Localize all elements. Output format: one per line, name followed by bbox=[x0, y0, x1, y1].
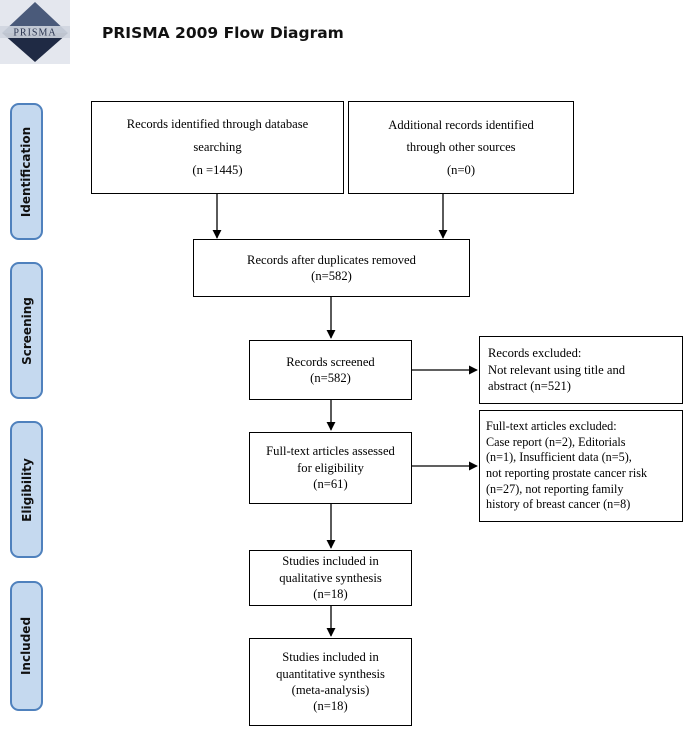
stage-included: Included bbox=[10, 581, 43, 711]
box-text-line: (meta-analysis) bbox=[291, 683, 370, 697]
page-title: PRISMA 2009 Flow Diagram bbox=[102, 24, 344, 42]
box-text-line: Records after duplicates removed bbox=[247, 252, 416, 267]
box-text-line: Studies included in bbox=[282, 650, 379, 665]
box-quantitative-synthesis: Studies included in quantitative synthes… bbox=[249, 638, 412, 726]
box-text-line: through other sources bbox=[406, 140, 516, 155]
box-text-line: (n=0) bbox=[446, 162, 476, 177]
box-text-line: (n=27), not reporting family bbox=[486, 481, 624, 496]
box-fulltext-excluded: Full-text articles excluded: Case report… bbox=[479, 410, 683, 522]
box-text-line: Full-text articles assessed bbox=[266, 444, 395, 459]
box-after-duplicates: Records after duplicates removed (n=582) bbox=[193, 239, 470, 297]
box-text-line: not reporting prostate cancer risk bbox=[486, 466, 648, 480]
box-text-line: Additional records identified bbox=[388, 118, 534, 133]
box-qualitative-synthesis: Studies included in qualitative synthesi… bbox=[249, 550, 412, 606]
box-text-line: abstract (n=521) bbox=[488, 379, 571, 394]
stage-identification: Identification bbox=[10, 103, 43, 240]
box-text-line: (n=61) bbox=[313, 477, 348, 492]
box-text-line: (n=582) bbox=[311, 269, 352, 283]
prisma-logo-icon: PRISMA bbox=[0, 0, 70, 64]
box-text-line: (n=582) bbox=[310, 371, 351, 385]
box-text-line: for eligibility bbox=[297, 460, 364, 475]
box-text-line: (n=1), Insufficient data (n=5), bbox=[486, 450, 632, 465]
box-other-records: Additional records identified through ot… bbox=[348, 101, 574, 194]
stage-screening: Screening bbox=[10, 262, 43, 399]
logo-text: PRISMA bbox=[13, 28, 56, 39]
box-text-line: Records excluded: bbox=[488, 346, 582, 361]
box-records-excluded: Records excluded: Not relevant using tit… bbox=[479, 336, 683, 404]
box-text-line: Case report (n=2), Editorials bbox=[486, 434, 626, 449]
box-text-line: history of breast cancer (n=8) bbox=[486, 497, 631, 512]
box-records-screened: Records screened (n=582) bbox=[249, 340, 412, 400]
box-database-records: Records identified through database sear… bbox=[91, 101, 344, 194]
box-text-line: (n=18) bbox=[313, 587, 348, 602]
box-text-line: Records screened bbox=[286, 354, 375, 369]
box-fulltext-assessed: Full-text articles assessed for eligibil… bbox=[249, 432, 412, 504]
box-text-line: qualitative synthesis bbox=[279, 570, 382, 585]
box-text-line: searching bbox=[193, 139, 242, 154]
prisma-logo: PRISMA bbox=[0, 0, 70, 64]
box-text-line: (n =1445) bbox=[192, 163, 243, 178]
box-text-line: quantitative synthesis bbox=[276, 666, 385, 681]
box-text-line: Not relevant using title and bbox=[488, 362, 626, 377]
box-text-line: Records identified through database bbox=[126, 116, 309, 131]
box-text-line: Studies included in bbox=[282, 554, 379, 569]
box-text-line: Full-text articles excluded: bbox=[486, 419, 617, 434]
stage-eligibility: Eligibility bbox=[10, 421, 43, 558]
box-text-line: (n=18) bbox=[313, 699, 348, 714]
